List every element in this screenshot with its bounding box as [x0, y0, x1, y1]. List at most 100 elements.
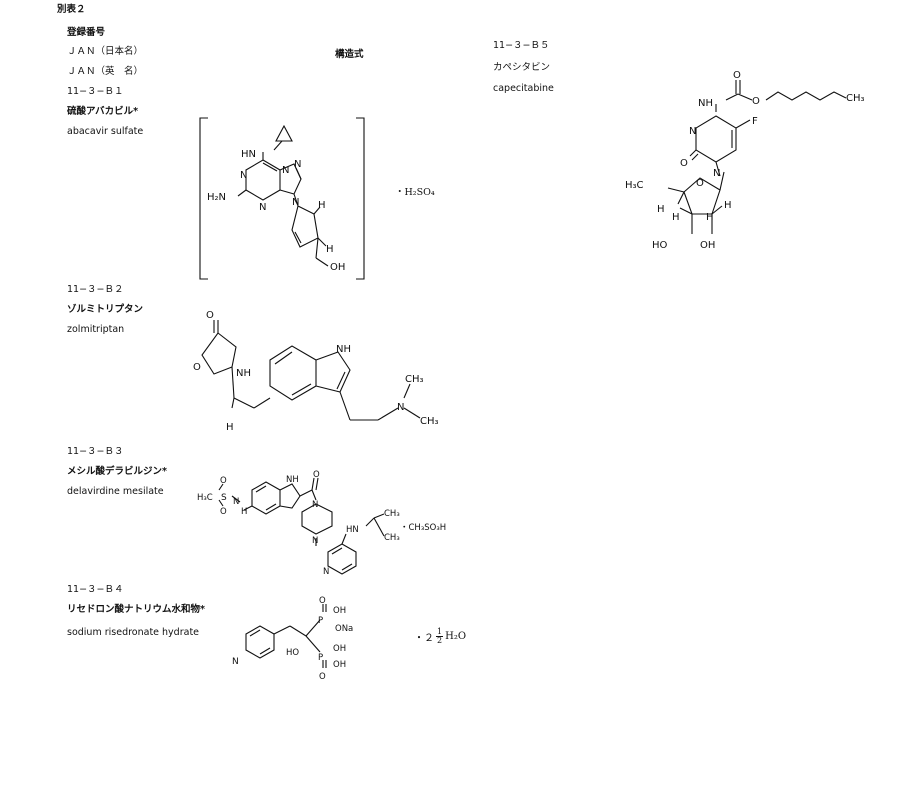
- table-title: 別表２: [57, 4, 86, 15]
- label-registration: 登録番号: [67, 27, 106, 38]
- atom-n: N: [240, 170, 247, 181]
- salt-b4-denominator: 2: [437, 636, 443, 645]
- bond: [373, 517, 385, 537]
- atom-h: H: [226, 422, 234, 433]
- entry-en-b3: delavirdine mesilate: [67, 486, 164, 497]
- bond: [289, 625, 307, 637]
- bond: [679, 207, 693, 215]
- bond: [262, 162, 278, 172]
- ring-oxazolidinone: [201, 332, 237, 375]
- atom-p: P: [318, 616, 323, 626]
- bracket-right: [356, 117, 365, 280]
- atom-h3c: H₃C: [625, 180, 644, 191]
- ring-cyclopentene: [291, 205, 319, 248]
- bond: [305, 635, 321, 653]
- bond: [341, 533, 347, 545]
- entry-en-b2: zolmitriptan: [67, 324, 125, 335]
- atom-ch3: CH₃: [420, 416, 439, 427]
- bond: [315, 477, 319, 491]
- atom-ch3: CH₃: [846, 93, 865, 104]
- atom-h: H: [326, 244, 334, 255]
- bond: [218, 499, 224, 507]
- atom-h: H: [241, 507, 247, 517]
- atom-oh: OH: [333, 660, 346, 670]
- salt-b3: ・CH₃SO₃H: [400, 523, 447, 533]
- atom-f: F: [752, 116, 758, 127]
- bond: [737, 93, 753, 101]
- atom-ch3: CH₃: [384, 533, 400, 543]
- atom-n: N: [312, 500, 318, 510]
- atom-ona: ONa: [335, 624, 353, 634]
- bond-cyclopropyl: [275, 124, 293, 142]
- bond: [403, 383, 411, 399]
- bond: [259, 647, 271, 655]
- bond: [255, 485, 267, 493]
- bond: [315, 257, 329, 267]
- atom-h: H: [672, 212, 680, 223]
- atom-ch3: CH₃: [405, 374, 424, 385]
- atom-oh: OH: [333, 644, 346, 654]
- bond: [295, 167, 302, 180]
- atom-o: O: [319, 672, 326, 682]
- entry-jp-b5: カペシタビン: [493, 62, 551, 73]
- atom-oh: OH: [700, 240, 715, 251]
- atom-s: S: [221, 493, 227, 503]
- salt-b4-fraction: 1 2: [436, 627, 444, 645]
- atom-o: O: [220, 476, 227, 486]
- bond: [735, 119, 751, 129]
- atom-o: O: [680, 158, 688, 169]
- bond: [715, 161, 721, 177]
- entry-code-b1: 11−３−Ｂ１: [67, 86, 124, 97]
- bond: [249, 629, 261, 637]
- atom-ho: HO: [286, 648, 299, 658]
- atom-h: H: [657, 204, 665, 215]
- bond: [689, 149, 697, 157]
- bond: [667, 187, 685, 193]
- bond: [311, 489, 317, 501]
- bond: [365, 517, 375, 527]
- bond: [719, 171, 725, 191]
- bond: [265, 503, 277, 511]
- bond: [311, 477, 315, 491]
- entry-en-b4: sodium risedronate hydrate: [67, 627, 200, 638]
- atom-n: N: [689, 126, 696, 137]
- atom-n: HN: [241, 149, 256, 160]
- atom-h: H: [706, 212, 714, 223]
- atom-nh: NH: [236, 368, 251, 379]
- bond: [341, 563, 353, 571]
- atom-n: N: [713, 168, 720, 179]
- atom-n: N: [259, 202, 266, 213]
- atom-n: N: [292, 197, 299, 208]
- atom-oh: OH: [330, 262, 345, 273]
- entry-jp-b1: 硫酸アバカビル*: [67, 106, 139, 117]
- bond: [253, 397, 271, 409]
- atom-h: H: [318, 200, 326, 211]
- atom-h2n: H₂N: [207, 192, 226, 203]
- salt-b4-numerator: 1: [436, 627, 444, 637]
- salt-b1: ・H₂SO₄: [395, 187, 435, 198]
- ring-pyridine: [245, 625, 275, 659]
- ring-pyrrole: [315, 351, 351, 393]
- bond: [711, 205, 723, 215]
- salt-b4: ・２ 1 2 H₂O: [414, 628, 466, 645]
- entry-code-b3: 11−３−Ｂ３: [67, 446, 124, 457]
- bond: [725, 93, 739, 101]
- entry-code-b2: 11−３−Ｂ２: [67, 284, 124, 295]
- atom-o: O: [733, 70, 741, 81]
- atom-n: N: [323, 567, 329, 577]
- bond: [293, 193, 299, 207]
- entry-code-b4: 11−３−Ｂ４: [67, 584, 124, 595]
- entry-en-b5: capecitabine: [493, 83, 554, 94]
- atom-o: O: [319, 596, 326, 606]
- entry-code-b5: 11−３−Ｂ５: [493, 40, 550, 51]
- atom-o: O: [696, 178, 704, 189]
- bond: [313, 206, 321, 215]
- bond: [299, 489, 313, 497]
- bond: [233, 397, 255, 409]
- atom-n: N: [294, 159, 301, 170]
- atom-h: H: [724, 200, 732, 211]
